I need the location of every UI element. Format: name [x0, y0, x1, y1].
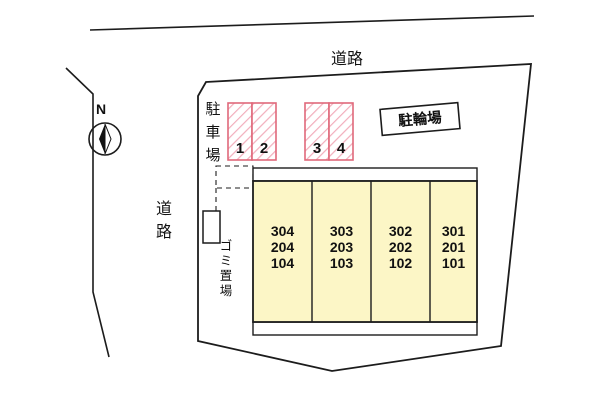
room-number: 301 — [442, 223, 466, 239]
building-body — [252, 180, 478, 323]
garbage-label: ゴミ置場 — [220, 238, 233, 298]
parking-space-2 — [251, 102, 277, 161]
parking-space-number: 3 — [313, 140, 321, 157]
parking-space-number: 2 — [260, 140, 268, 157]
room-numbers: 304 204 104 303 203 103 302 202 102 301 … — [271, 223, 466, 271]
room-number: 101 — [442, 255, 466, 271]
road-top-label: 道路 — [331, 50, 363, 68]
parking-space-3 — [304, 102, 330, 161]
compass-n-label: N — [96, 101, 106, 117]
balcony-bottom — [252, 321, 478, 336]
compass-circle — [88, 122, 122, 156]
compass: N — [88, 101, 122, 156]
room-number: 203 — [330, 239, 354, 255]
parking-label: 駐車場 — [205, 101, 220, 164]
parking-space-1 — [227, 102, 253, 161]
road-top-outer-edge — [89, 15, 535, 31]
room-number: 103 — [330, 255, 354, 271]
parking-space-number: 4 — [337, 140, 346, 157]
bicycle-parking-sign-box — [379, 101, 461, 137]
road-left-edge — [65, 67, 110, 358]
bicycle-parking-sign-label: 駐輪場 — [398, 108, 443, 130]
road-left-label: 道路 — [156, 200, 172, 241]
room-number: 304 — [271, 223, 295, 239]
room-number: 303 — [330, 223, 354, 239]
compass-needle-light — [104, 123, 112, 155]
room-number: 104 — [271, 255, 295, 271]
compass-needle-dark — [99, 124, 105, 154]
parking-spaces: 1 2 3 4 — [227, 102, 354, 161]
room-number: 201 — [442, 239, 466, 255]
parking-space-number: 1 — [236, 140, 244, 157]
balcony-top — [252, 167, 478, 182]
room-number: 102 — [389, 255, 413, 271]
building: 304 204 104 303 203 103 302 202 102 301 … — [252, 167, 478, 336]
room-number: 302 — [389, 223, 413, 239]
parking-space-4 — [328, 102, 354, 161]
room-number: 202 — [389, 239, 413, 255]
bicycle-parking-sign: 駐輪場 — [379, 101, 461, 137]
garbage-box — [202, 210, 221, 244]
room-number: 204 — [271, 239, 295, 255]
